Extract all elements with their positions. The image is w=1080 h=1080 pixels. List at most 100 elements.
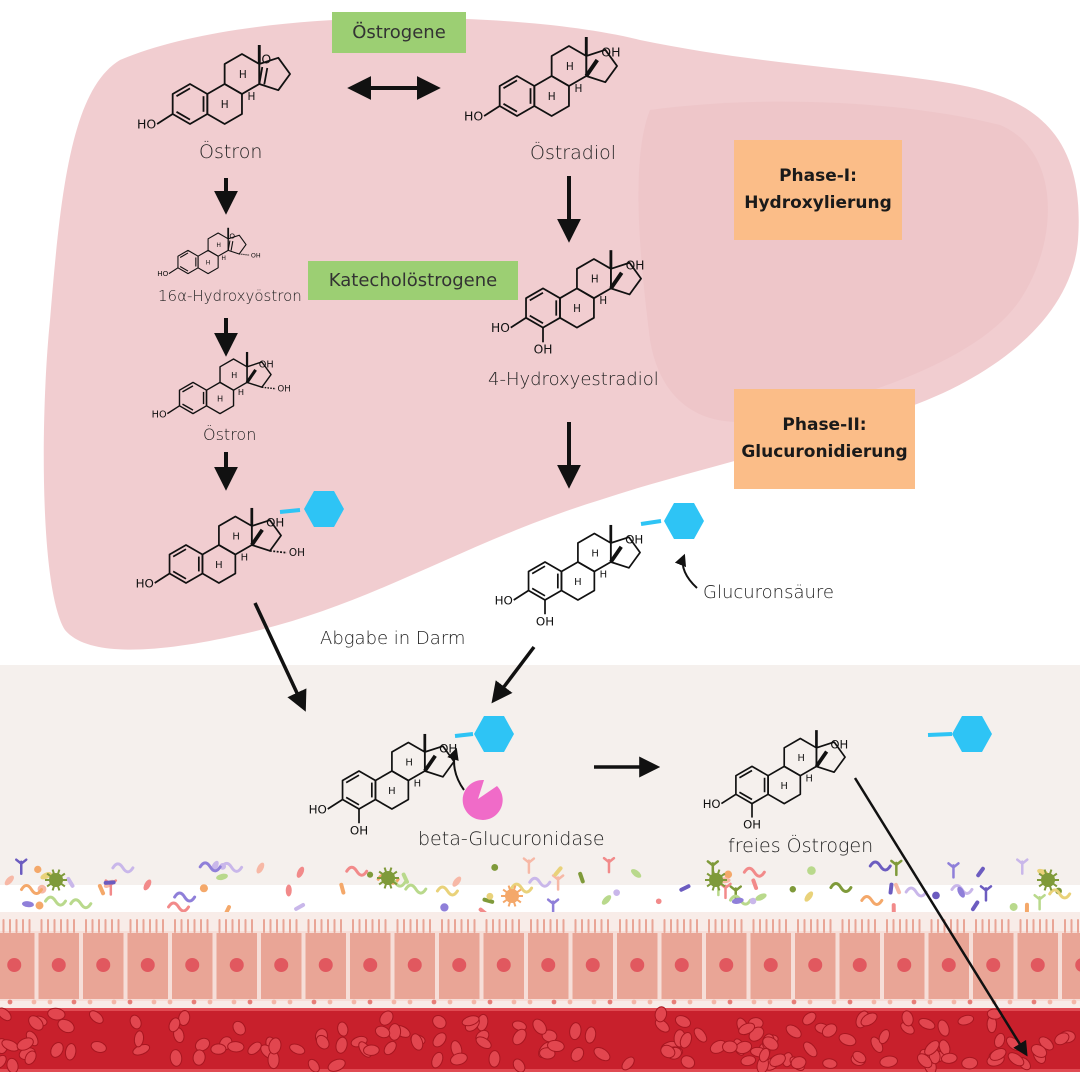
svg-text:OH: OH — [266, 516, 284, 530]
svg-text:H: H — [591, 548, 599, 559]
svg-text:H: H — [806, 773, 813, 784]
arrow-to-blood — [853, 777, 1028, 1057]
glucuronic-acid-hexagon-icon — [927, 716, 992, 752]
glucuronic-acid-hexagon-icon — [279, 491, 344, 527]
glucuronic-acid-hexagon-icon — [640, 503, 704, 539]
steroid-structures: HHHHOOHHHHOOHHHHHOOOHHHHHOOHOHHHHHOOHOHH… — [136, 37, 848, 837]
svg-text:H: H — [232, 531, 240, 542]
svg-text:OH: OH — [625, 533, 643, 547]
svg-text:H: H — [239, 69, 247, 81]
arrow-to-gut-right — [491, 645, 536, 704]
phase2-line1: Phase-II: — [782, 415, 867, 435]
svg-text:O: O — [229, 231, 235, 240]
svg-text:OH: OH — [534, 343, 553, 357]
label-oestron-2: Östron — [203, 425, 257, 444]
svg-text:H: H — [600, 569, 608, 580]
svg-text:OH: OH — [251, 251, 261, 259]
blood-vessel — [0, 1008, 1080, 1072]
svg-text:OH: OH — [289, 547, 305, 559]
label-oestradiol: Östradiol — [530, 142, 617, 164]
curved-arrow-glucuronsaeure — [674, 553, 698, 589]
svg-text:OH: OH — [277, 385, 290, 395]
svg-text:HO: HO — [136, 576, 154, 590]
svg-text:H: H — [599, 295, 607, 307]
label-glucuronsaeure: Glucuronsäure — [703, 582, 834, 603]
svg-text:H: H — [574, 577, 582, 588]
svg-text:H: H — [591, 274, 599, 286]
svg-text:OH: OH — [259, 359, 274, 370]
svg-text:HO: HO — [491, 321, 510, 335]
svg-text:H: H — [797, 753, 804, 764]
svg-text:HO: HO — [703, 797, 721, 811]
microbe-star — [377, 867, 399, 889]
svg-text:H: H — [221, 255, 226, 262]
svg-text:H: H — [221, 99, 229, 111]
microbe-star — [501, 885, 523, 907]
microbe-star — [1037, 869, 1059, 891]
label-16a-hydroxyoestron: 16α-Hydroxyöstron — [158, 287, 302, 305]
svg-text:HO: HO — [464, 109, 483, 124]
svg-text:H: H — [405, 757, 413, 768]
svg-text:H: H — [575, 83, 583, 95]
microbe-star — [45, 869, 67, 891]
svg-text:OH: OH — [743, 817, 761, 831]
label-freies-oestrogen: freies Östrogen — [728, 835, 874, 857]
label-beta-glucuronidase: beta-Glucuronidase — [418, 828, 605, 850]
svg-text:HO: HO — [495, 593, 513, 607]
label-abgabe-in-darm: Abgabe in Darm — [320, 628, 466, 649]
phase2-line2: Glucuronidierung — [741, 442, 908, 462]
svg-text:H: H — [216, 242, 221, 249]
svg-text:H: H — [248, 91, 256, 103]
svg-text:H: H — [231, 370, 237, 380]
label-4-hydroxyestradiol: 4-Hydroxyestradiol — [488, 369, 659, 390]
arrow-to-gut-left — [253, 602, 307, 712]
svg-text:H: H — [781, 781, 788, 792]
intestinal-epithelial-cells — [0, 919, 1080, 1001]
curved-arrow-enzyme — [447, 747, 465, 791]
svg-text:H: H — [573, 303, 581, 315]
svg-text:HO: HO — [309, 802, 327, 816]
svg-text:OH: OH — [439, 742, 457, 756]
intestine-lumen — [0, 665, 1080, 885]
tag-oestrogene: Östrogene — [332, 12, 466, 53]
svg-text:H: H — [215, 560, 223, 571]
svg-text:OH: OH — [350, 823, 368, 837]
svg-text:H: H — [238, 387, 244, 397]
svg-text:OH: OH — [601, 45, 620, 60]
svg-text:H: H — [217, 393, 223, 403]
svg-text:HO: HO — [152, 409, 167, 420]
svg-text:HO: HO — [157, 269, 168, 278]
svg-text:H: H — [414, 778, 422, 789]
svg-text:OH: OH — [830, 738, 848, 752]
svg-text:O: O — [261, 52, 271, 67]
svg-text:H: H — [566, 61, 574, 73]
microbe-star — [705, 869, 727, 891]
svg-text:H: H — [548, 91, 556, 103]
tag-katecholoestrogene: Katecholöstrogene — [308, 261, 518, 300]
svg-text:H: H — [388, 786, 396, 797]
svg-text:OH: OH — [626, 258, 645, 272]
gut-microbiome-band — [4, 856, 1072, 917]
svg-text:OH: OH — [536, 614, 554, 628]
glucuronic-acid-hexagon-icon — [454, 716, 514, 752]
phase1-box: Phase-I: Hydroxylierung — [734, 140, 902, 240]
svg-text:HO: HO — [137, 117, 156, 132]
phase1-line2: Hydroxylierung — [744, 193, 892, 213]
submucosa-dots — [7, 999, 1077, 1005]
svg-text:H: H — [206, 260, 211, 267]
phase2-box: Phase-II: Glucuronidierung — [734, 389, 915, 489]
phase1-line1: Phase-I: — [779, 166, 857, 186]
enzyme-pacman-icon — [462, 779, 503, 820]
label-oestron: Östron — [199, 141, 263, 163]
svg-text:H: H — [241, 552, 249, 563]
